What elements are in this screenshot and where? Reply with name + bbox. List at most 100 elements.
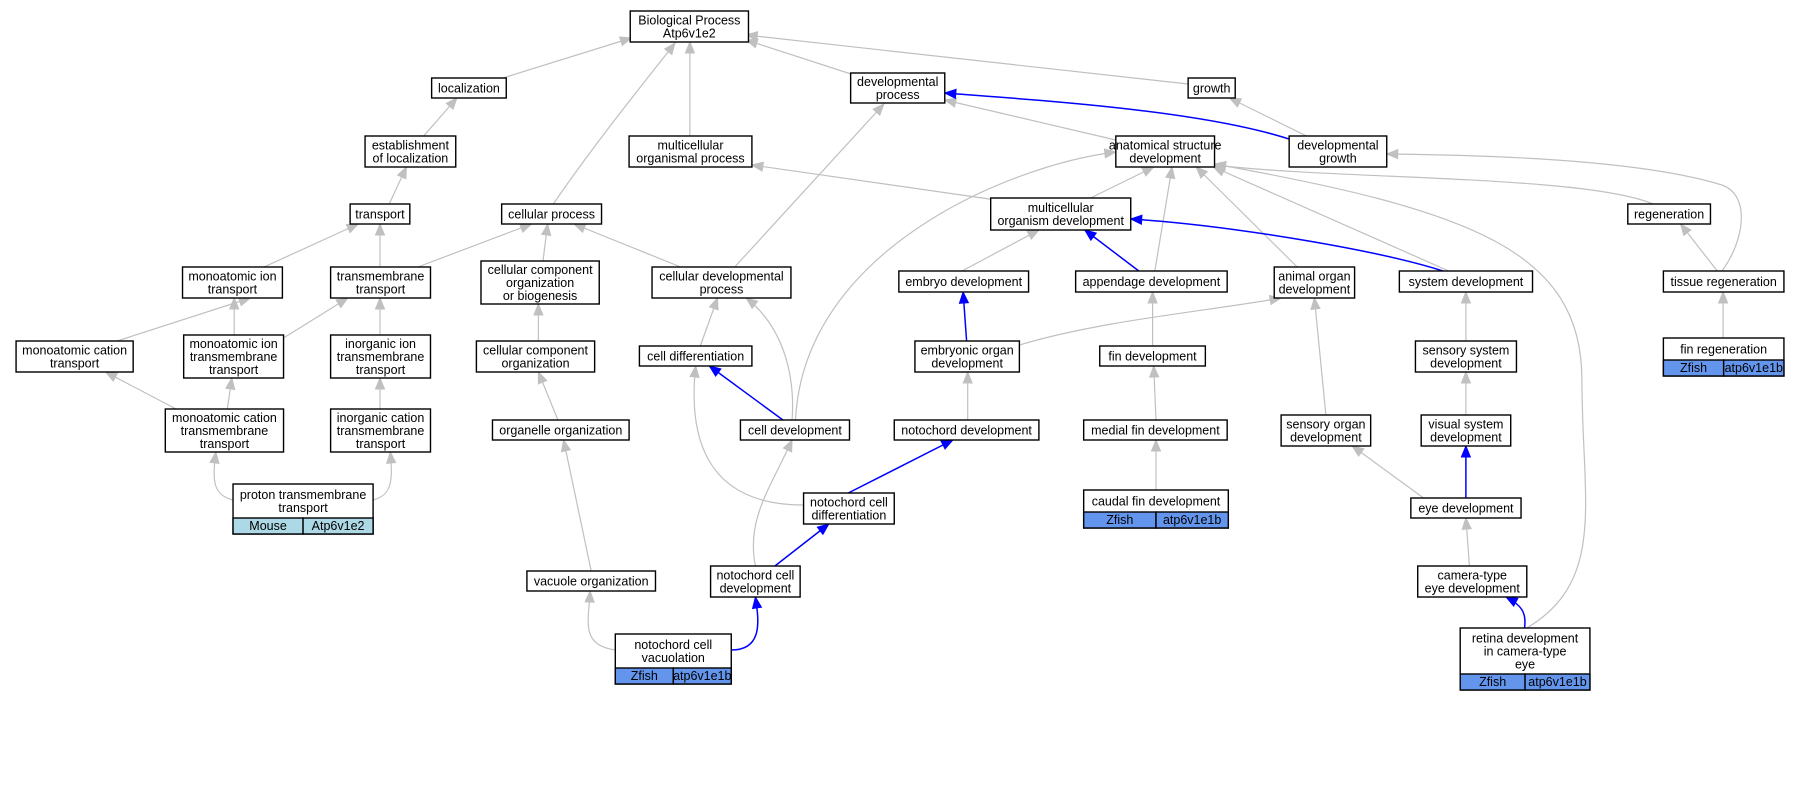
term-box	[15, 340, 134, 373]
term-label-line: proton transmembrane	[240, 488, 367, 502]
arrowhead	[943, 88, 957, 100]
term-node-notochord_dev[interactable]: notochord development	[893, 419, 1040, 441]
term-label-line: transmembrane	[181, 424, 269, 438]
arrowhead	[540, 222, 552, 237]
species-label: Zfish	[631, 669, 658, 683]
gene-label: atp6v1e1b	[1725, 361, 1783, 375]
term-node-cellular_process[interactable]: cellular process	[500, 203, 603, 225]
arrowhead	[396, 165, 407, 180]
term-box	[628, 135, 753, 168]
term-label-line: transport	[356, 437, 406, 451]
term-label-line: multicellular	[657, 139, 723, 153]
term-label-line: transport	[278, 501, 328, 515]
edge-embryo_dev-to-multi_org_dev	[961, 229, 1040, 272]
edge-cell_dev-to-cell_dev_process	[745, 297, 794, 421]
edge-retina_dev-to-anat_struct_dev	[1214, 163, 1587, 629]
term-label-line: developmental	[1297, 139, 1378, 153]
arrowhead	[335, 297, 349, 309]
term-label-line: growth	[1319, 152, 1357, 166]
term-node-organelle_org[interactable]: organelle organization	[491, 419, 630, 441]
term-label-line: animal organ	[1278, 270, 1350, 284]
term-box	[1420, 414, 1512, 447]
term-box	[329, 266, 432, 299]
term-label-line: transmembrane	[190, 350, 278, 364]
term-label-line: transmembrane	[337, 270, 425, 284]
term-node-medial_fin_dev[interactable]: medial fin development	[1082, 419, 1228, 441]
term-node-growth[interactable]: growth	[1187, 77, 1236, 99]
edge-multi_org_dev-to-anat_struct_dev	[1090, 166, 1154, 199]
term-label-line: organization	[506, 276, 574, 290]
term-label-line: notochord cell	[810, 496, 888, 510]
term-label-line: development	[720, 582, 792, 596]
arrowhead	[750, 161, 765, 172]
term-node-cell_dev[interactable]: cell development	[739, 419, 851, 441]
term-box	[849, 72, 946, 104]
arrowhead	[689, 364, 700, 378]
arrowhead	[1310, 296, 1321, 310]
term-label-line: in camera-type	[1484, 645, 1567, 659]
term-node-transport[interactable]: transport	[349, 203, 411, 225]
species-label: Zfish	[1680, 361, 1707, 375]
term-node-vacuole_org[interactable]: vacuole organization	[526, 570, 657, 592]
term-label-line: notochord development	[901, 424, 1032, 438]
term-label-line: inorganic ion	[345, 337, 416, 351]
term-node-regeneration[interactable]: regeneration	[1627, 203, 1712, 225]
arrowhead	[1351, 445, 1365, 458]
edge-animal_organ_dev-to-anat_struct_dev	[1195, 166, 1298, 268]
arrowhead	[572, 223, 587, 234]
term-node-cell_diff[interactable]: cell differentiation	[638, 345, 753, 367]
arrowhead	[374, 376, 386, 390]
edge-mono_ion_transport-to-transport	[263, 223, 359, 268]
term-node-eye_dev[interactable]: eye development	[1410, 497, 1522, 519]
arrowhead	[1083, 229, 1098, 242]
term-label-line: visual system	[1428, 418, 1503, 432]
term-box	[739, 419, 851, 441]
term-node-fin_dev[interactable]: fin development	[1099, 345, 1207, 367]
term-label-line: cellular process	[508, 208, 595, 222]
term-label-line: sensory system	[1423, 344, 1510, 358]
term-node-localization[interactable]: localization	[430, 77, 507, 99]
term-box	[914, 340, 1021, 373]
term-box	[1082, 419, 1228, 441]
term-node-system_dev[interactable]: system development	[1398, 270, 1534, 293]
arrowhead	[1228, 97, 1243, 108]
term-label-line: of localization	[373, 152, 449, 166]
term-node-tissue_regen[interactable]: tissue regeneration	[1662, 270, 1785, 293]
edge-growth-to-bp	[746, 34, 1189, 85]
term-node-embryo_dev[interactable]: embryo development	[898, 270, 1030, 293]
term-box	[651, 266, 792, 299]
term-node-appendage_dev[interactable]: appendage development	[1074, 270, 1228, 293]
arrowhead	[1460, 290, 1472, 304]
term-label-line: organism development	[997, 214, 1124, 228]
